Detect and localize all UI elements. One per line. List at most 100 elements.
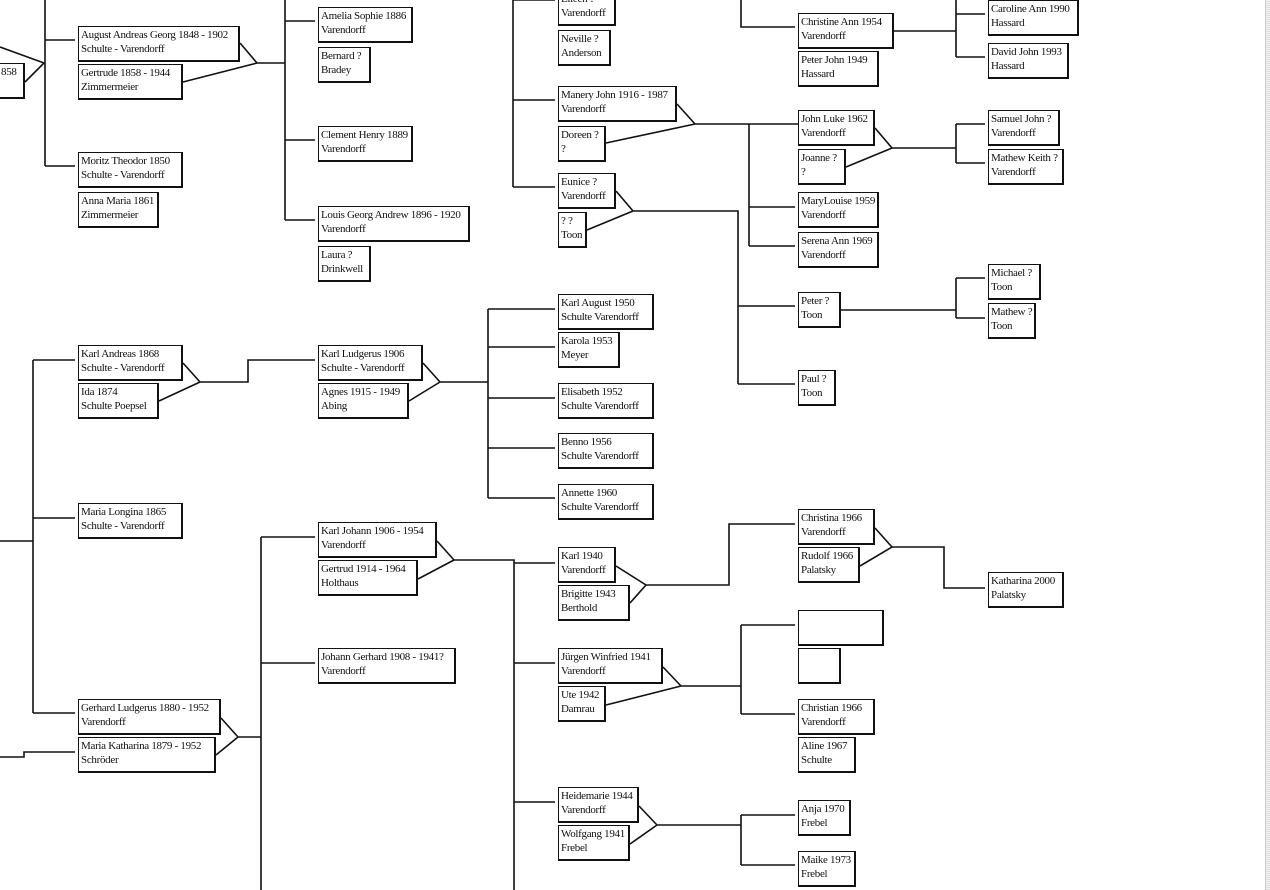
person-box[interactable]: Mathew Keith ?Varendorff bbox=[988, 149, 1064, 185]
person-name-dates: Caroline Ann 1990 bbox=[991, 3, 1070, 15]
person-box[interactable]: ? ?Toon bbox=[558, 212, 587, 248]
person-surname: Varendorff bbox=[561, 665, 606, 677]
person-name-dates: Anja 1970 bbox=[801, 803, 845, 815]
person-box[interactable] bbox=[798, 610, 884, 646]
person-box[interactable]: Eunice ?Varendorff bbox=[558, 173, 616, 209]
person-box[interactable]: Mathew ?Toon bbox=[988, 303, 1036, 339]
person-name-dates: Laura ? bbox=[321, 249, 353, 261]
person-surname: Schulte - Varendorff bbox=[81, 169, 165, 181]
person-surname: Schulte - Varendorff bbox=[81, 520, 165, 532]
person-name-dates: Serena Ann 1969 bbox=[801, 235, 873, 247]
person-box[interactable]: Eileen ?Varendorff bbox=[558, 0, 616, 26]
person-name-dates: John Luke 1962 bbox=[801, 113, 868, 125]
person-name-dates: Karl Johann 1906 - 1954 bbox=[321, 525, 424, 537]
person-surname: Palatsky bbox=[991, 589, 1026, 601]
person-surname: Varendorff bbox=[561, 804, 606, 816]
vertical-scrollbar[interactable] bbox=[1265, 0, 1270, 890]
person-surname: Drinkwell bbox=[321, 263, 363, 275]
person-name-dates: Mathew ? bbox=[991, 306, 1033, 318]
person-surname: Schröder bbox=[81, 754, 119, 766]
person-surname: Toon bbox=[801, 387, 823, 399]
person-box[interactable]: Paul ?Toon bbox=[798, 370, 836, 406]
person-surname: Varendorff bbox=[81, 716, 126, 728]
person-box[interactable]: Doreen ?? bbox=[558, 126, 606, 162]
person-surname: Varendorff bbox=[321, 223, 366, 235]
person-surname: Schulte Poepsel bbox=[81, 400, 147, 412]
person-surname: Varendorff bbox=[561, 103, 606, 115]
person-box[interactable]: Joanne ?? bbox=[798, 149, 846, 185]
person-name-dates: Agnes 1915 - 1949 bbox=[321, 386, 400, 398]
person-name-dates bbox=[801, 612, 880, 626]
person-name-dates: Karl 1940 bbox=[561, 550, 603, 562]
person-box[interactable]: Michael ?Toon bbox=[988, 264, 1041, 300]
person-box[interactable]: Neville ?Anderson bbox=[558, 30, 611, 66]
person-surname: Schulte - Varendorff bbox=[81, 362, 165, 374]
person-surname: Meyer bbox=[561, 349, 589, 361]
person-name-dates: Maike 1973 bbox=[801, 854, 851, 866]
person-box[interactable]: Samuel John ?Varendorff bbox=[988, 110, 1060, 146]
person-box[interactable]: Bernard ?Bradey bbox=[318, 47, 371, 83]
person-box[interactable]: Johann Gerhard 1908 - 1941?Varendorff bbox=[318, 648, 456, 684]
person-box[interactable]: Laura ? Drinkwell bbox=[318, 246, 371, 282]
person-box[interactable] bbox=[798, 648, 841, 684]
person-name-dates: Katharina 2000 bbox=[991, 575, 1055, 587]
person-name-dates: Ute 1942 bbox=[561, 689, 600, 701]
person-name-dates: Eunice ? bbox=[561, 176, 597, 188]
person-surname: Zimmermeier bbox=[81, 209, 139, 221]
person-name-dates: Neville ? bbox=[561, 33, 599, 45]
person-surname: Toon bbox=[801, 309, 823, 321]
person-name-dates: Wolfgang 1941 bbox=[561, 828, 625, 840]
person-box[interactable]: 858 bbox=[0, 63, 25, 99]
person-name-dates: 858 bbox=[1, 66, 17, 78]
person-box[interactable]: Peter ?Toon bbox=[798, 292, 841, 328]
person-surname: Hassard bbox=[801, 68, 835, 80]
person-surname: Varendorff bbox=[801, 249, 846, 261]
person-name-dates: Louis Georg Andrew 1896 - 1920 bbox=[321, 209, 461, 221]
person-name-dates: Moritz Theodor 1850 bbox=[81, 155, 170, 167]
person-surname: Varendorff bbox=[801, 127, 846, 139]
person-name-dates: Manery John 1916 - 1987 bbox=[561, 89, 668, 101]
